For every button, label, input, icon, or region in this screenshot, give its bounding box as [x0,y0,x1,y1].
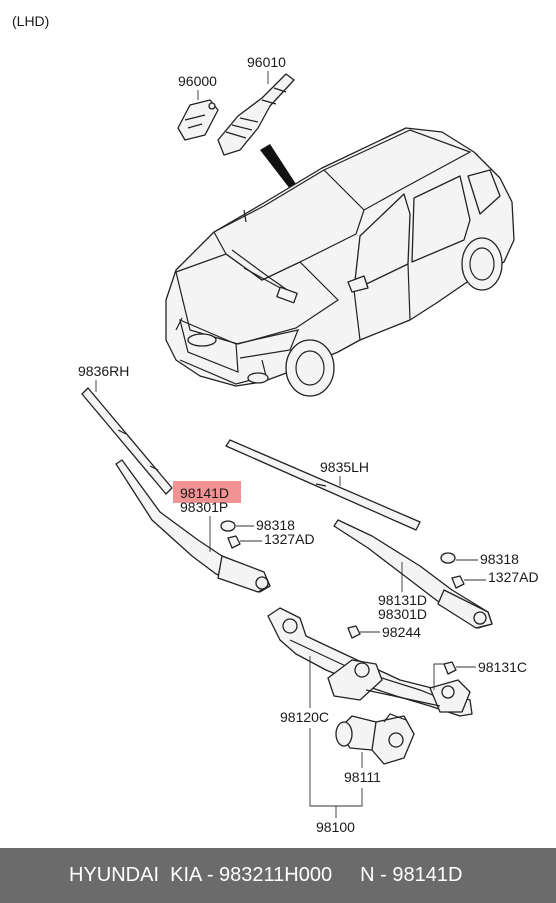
label-96010: 96010 [247,54,286,70]
variant-label: (LHD) [12,13,49,29]
wiper-arm-rh [115,459,271,593]
cap-right [440,552,456,564]
nut-center [347,625,361,639]
label-98100: 98100 [316,819,355,835]
wiper-blade-lh [225,439,421,531]
label-9836RH: 9836RH [78,363,129,379]
label-98301P: 98301P [180,499,228,515]
label-1327AD-right: 1327AD [488,569,539,585]
wiper-motor [335,713,415,765]
label-98120C: 98120C [280,709,329,725]
label-98141D: 98141D [180,485,229,501]
wiper-blade-rh [81,387,173,495]
label-98301D: 98301D [378,606,427,622]
car-illustration [165,127,515,397]
nut-right [451,575,465,589]
label-98318-left: 98318 [256,517,295,533]
footer-brand-part: HYUNDAI KIA - 983211H000 [69,864,333,886]
wiper-linkage [267,607,473,717]
label-9835LH: 9835LH [320,459,369,475]
label-98244: 98244 [382,624,421,640]
label-highlight [173,481,241,503]
washer-nozzle-part [177,99,219,141]
footer-bar: HYUNDAI KIA - 983211H000 N - 98141D [0,848,556,903]
nut-linkage [443,661,457,675]
label-96000: 96000 [178,73,217,89]
label-98111: 98111 [344,769,381,785]
label-98131C: 98131C [478,659,527,675]
label-98318-right: 98318 [480,551,519,567]
label-98131D: 98131D [378,592,427,608]
wiper-arm-lh [333,519,493,629]
cap-left [220,520,236,532]
nut-left [227,535,241,549]
footer-code: N - 98141D [360,864,463,886]
cowl-hose-part [217,73,295,156]
label-1327AD-left: 1327AD [264,531,315,547]
parts-diagram: (LHD) 96000 96010 [12,13,539,835]
